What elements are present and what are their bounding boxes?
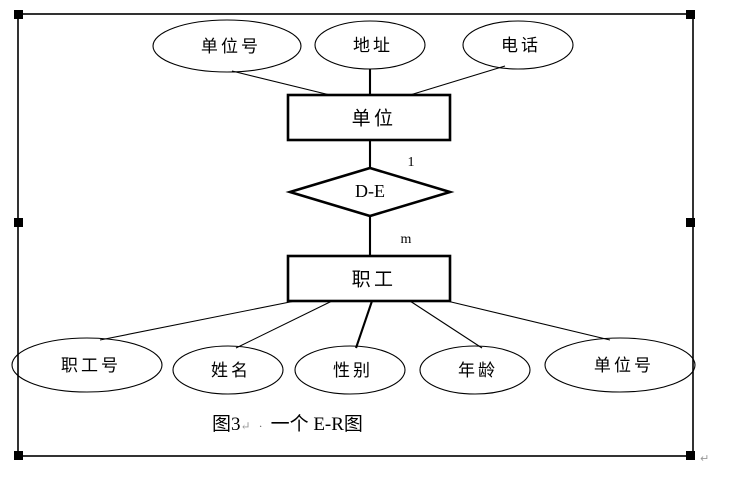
- caption-dot: ·: [258, 419, 263, 433]
- attribute-emp-age-label: 年龄: [458, 361, 498, 381]
- handle-top-right[interactable]: [686, 10, 695, 19]
- document-frame: [17, 13, 694, 457]
- handle-top-left[interactable]: [14, 10, 23, 19]
- caption-body: 一个 E-R图: [270, 414, 363, 435]
- caption-prefix: 图3: [212, 414, 241, 435]
- cardinality-m: m: [401, 232, 412, 247]
- attribute-dept-no-label: 单位号: [201, 37, 261, 57]
- entity-employee-label: 职工: [352, 269, 397, 291]
- handle-mid-left[interactable]: [14, 218, 23, 227]
- handle-bottom-right[interactable]: [686, 451, 695, 460]
- attribute-emp-gender-label: 性别: [333, 361, 373, 381]
- caption-return-mark: ↵: [240, 419, 251, 433]
- connector-emp-gender: [355, 300, 373, 349]
- entity-employee-box: [286, 254, 452, 303]
- handle-mid-right[interactable]: [686, 218, 695, 227]
- relationship-diamond-shape: [285, 166, 455, 218]
- attribute-emp-gender[interactable]: 性别: [294, 345, 406, 395]
- selection-handles[interactable]: [14, 10, 695, 460]
- connector-emp-age: [409, 300, 483, 349]
- entity-department-label: 单位: [352, 108, 397, 130]
- attribute-dept-phone-label: 电话: [501, 36, 541, 56]
- connector-group-employee: [99, 300, 611, 349]
- cardinality-one: 1: [408, 155, 415, 170]
- connector-emp-name: [235, 300, 333, 349]
- attribute-dept-address[interactable]: 地址: [314, 20, 426, 70]
- attribute-emp-no-ellipse: [11, 337, 163, 393]
- handle-bottom-left[interactable]: [14, 451, 23, 460]
- attribute-emp-name-ellipse: [172, 345, 284, 395]
- relationship-label: D-E: [355, 181, 385, 201]
- attribute-emp-dept-no-label: 单位号: [594, 356, 654, 376]
- connector-group-department: [231, 65, 506, 96]
- connector-emp-dept-no: [446, 300, 611, 341]
- attribute-emp-dept-no-ellipse: [544, 337, 696, 393]
- connector-dept-phone: [409, 65, 506, 96]
- attribute-emp-no[interactable]: 职工号: [11, 337, 163, 393]
- attribute-dept-phone[interactable]: 电话: [462, 20, 574, 70]
- attribute-emp-gender-ellipse: [294, 345, 406, 395]
- connector-dept-no: [231, 70, 331, 96]
- attribute-emp-dept-no[interactable]: 单位号: [544, 337, 696, 393]
- relationship-d-e[interactable]: D-E: [285, 166, 455, 218]
- attribute-emp-age[interactable]: 年龄: [419, 345, 531, 395]
- connector-emp-no: [99, 300, 296, 341]
- attribute-dept-no-ellipse: [152, 19, 302, 73]
- pilcrow-icon: ↵: [700, 452, 709, 465]
- attribute-dept-address-label: 地址: [353, 36, 393, 56]
- figure-caption: 图3↵ · 一个 E-R图: [212, 409, 363, 436]
- attribute-emp-name-label: 姓名: [211, 361, 251, 381]
- attribute-emp-name[interactable]: 姓名: [172, 345, 284, 395]
- attribute-emp-age-ellipse: [419, 345, 531, 395]
- attribute-emp-no-label: 职工号: [61, 356, 121, 376]
- entity-employee[interactable]: 职工: [286, 254, 452, 303]
- attribute-dept-phone-ellipse: [462, 20, 574, 70]
- attribute-dept-no[interactable]: 单位号: [152, 19, 302, 73]
- entity-department[interactable]: 单位: [286, 93, 452, 142]
- attribute-dept-address-ellipse: [314, 20, 426, 70]
- entity-department-box: [286, 93, 452, 142]
